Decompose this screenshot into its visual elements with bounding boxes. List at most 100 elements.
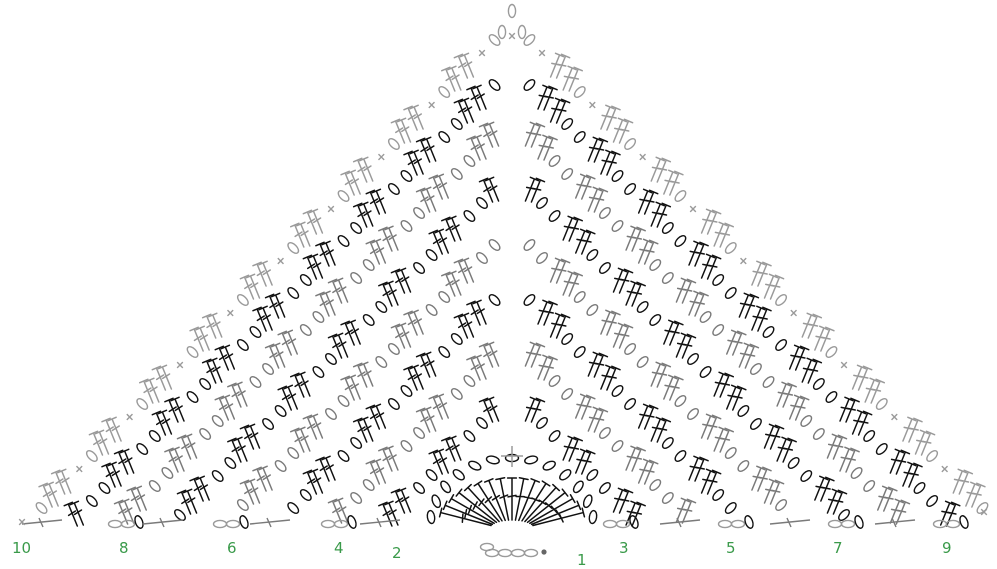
chain-stitch-icon [724,501,738,515]
chain-stitch-icon [686,352,700,366]
chain-stitch-icon [336,234,350,248]
chain-stitch-icon [261,417,275,431]
chain-stitch-icon [736,404,750,418]
chain-stitch-icon [336,449,350,463]
row-label-3: 3 [619,541,629,556]
chain-stitch-icon [598,261,612,275]
chain-stitch-icon [732,520,745,527]
chain-stitch-icon [535,196,549,210]
single-crochet-icon [124,411,135,422]
chain-stitch-icon [749,362,763,376]
chain-stitch-icon [623,397,637,411]
chain-stitch-icon [475,251,489,265]
chain-stitch-icon [97,481,111,495]
chain-stitch-icon [761,375,775,389]
base-stitch-icon [660,518,700,527]
single-crochet-icon [16,516,27,527]
chain-stitch-icon [425,303,439,317]
chain-stitch-icon [286,446,300,460]
chain-stitch-icon [412,206,426,220]
chain-stitch-icon [374,355,388,369]
chain-stitch-icon [842,520,855,527]
chain-stitch-icon [636,300,650,314]
chain-stitch-icon [724,446,738,460]
chain-stitch-icon [547,429,561,443]
chain-stitch-icon [508,5,515,18]
chain-stitch-icon [547,374,561,388]
chain-stitch-icon [462,429,476,443]
chain-stitch-icon [849,466,863,480]
chain-stitch-icon [598,426,612,440]
chain-stitch-icon [812,427,826,441]
chain-stitch-icon [522,238,536,252]
chain-stitch-icon [498,26,505,39]
base-stitch-icon [143,518,183,527]
chain-stitch-icon [450,332,464,346]
chain-stitch-icon [518,26,525,39]
single-crochet-icon [426,99,437,110]
row-label-5: 5 [726,541,736,556]
row-label-1: 1 [577,553,587,568]
chain-stitch-icon [261,362,275,376]
chain-stitch-icon [661,436,675,450]
chain-stitch-icon [573,130,587,144]
chain-stitch-icon [236,293,250,307]
chain-stitch-icon [475,416,489,430]
chain-stitch-icon [437,345,451,359]
chain-stitch-icon [787,456,801,470]
chain-stitch-icon [560,117,574,131]
single-crochet-icon [838,359,849,370]
chain-stitch-icon [236,338,250,352]
chain-stitch-icon [610,439,624,453]
chain-stitch-icon [286,286,300,300]
chain-stitch-icon [724,286,738,300]
chain-stitch-icon [585,303,599,317]
chain-stitch-icon [211,414,225,428]
chain-stitch-icon [698,310,712,324]
chain-stitch-icon [673,449,687,463]
single-crochet-icon [587,99,598,110]
chain-stitch-icon [862,479,876,493]
single-crochet-icon [476,47,487,58]
chain-stitch-icon [299,323,313,337]
chain-stitch-icon [774,338,788,352]
chain-stitch-icon [450,387,464,401]
chain-stitch-icon [958,515,969,530]
chain-stitch-icon [223,456,237,470]
chain-stitch-icon [736,459,750,473]
chain-stitch-icon [399,169,413,183]
chain-stitch-icon [648,313,662,327]
chain-stitch-icon [387,342,401,356]
chain-stitch-icon [85,449,99,463]
chain-stitch-icon [673,394,687,408]
chain-stitch-icon [912,481,926,495]
chain-stitch-icon [535,416,549,430]
chain-stitch-icon [925,494,939,508]
chain-stitch-icon [572,479,585,494]
chain-stitch-icon [198,427,212,441]
chain-stitch-icon [227,520,240,527]
chain-stitch-icon [462,154,476,168]
single-crochet-icon [506,30,517,41]
chain-stitch-icon [499,549,512,556]
single-crochet-icon [275,255,286,266]
chain-stitch-icon [362,478,376,492]
chain-stitch-icon [349,271,363,285]
chain-stitch-icon [362,258,376,272]
chain-stitch-icon [617,520,630,527]
chain-stitch-icon [535,251,549,265]
chain-stitch-icon [349,221,363,235]
chain-stitch-icon [349,491,363,505]
base-stitch-icon [250,518,290,527]
chain-stitch-icon [399,384,413,398]
chain-stitch-icon [673,189,687,203]
chain-stitch-icon [185,390,199,404]
single-crochet-icon [174,359,185,370]
base-stitch-icon [770,518,810,527]
chain-stitch-icon [362,313,376,327]
chain-stitch-icon [774,293,788,307]
chain-stitch-icon [547,154,561,168]
chain-stitch-icon [133,515,144,530]
chain-stitch-icon [426,510,435,524]
chain-stitch-icon [743,515,754,530]
